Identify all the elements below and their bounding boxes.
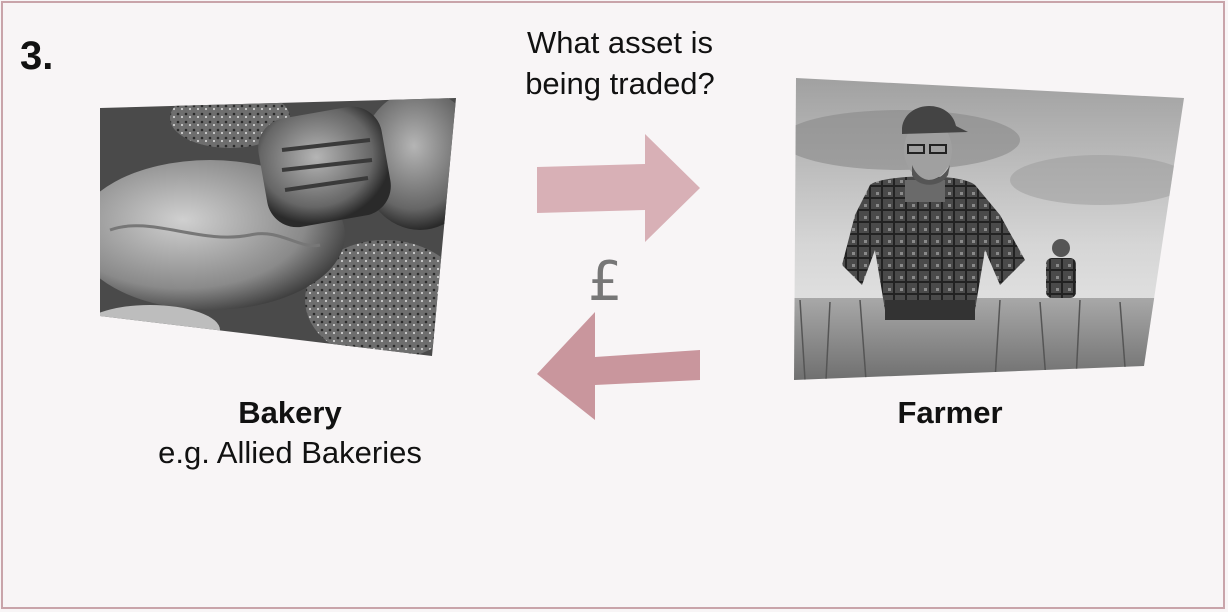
step-number: 3. — [20, 34, 54, 78]
pound-currency-symbol: £ — [588, 250, 623, 313]
bakery-name: Bakery — [238, 395, 342, 430]
farmer-label: Farmer — [820, 393, 1080, 433]
bakery-label: Bakery e.g. Allied Bakeries — [110, 393, 470, 473]
arrow-right-to-farmer — [537, 134, 700, 242]
question-line-1: What asset is — [526, 25, 714, 60]
bakery-example: e.g. Allied Bakeries — [158, 435, 422, 470]
question-text: What asset is being traded? — [470, 22, 770, 104]
arrow-left-to-bakery — [537, 312, 700, 420]
farmer-name: Farmer — [897, 395, 1003, 430]
question-line-2: being traded? — [525, 66, 715, 101]
